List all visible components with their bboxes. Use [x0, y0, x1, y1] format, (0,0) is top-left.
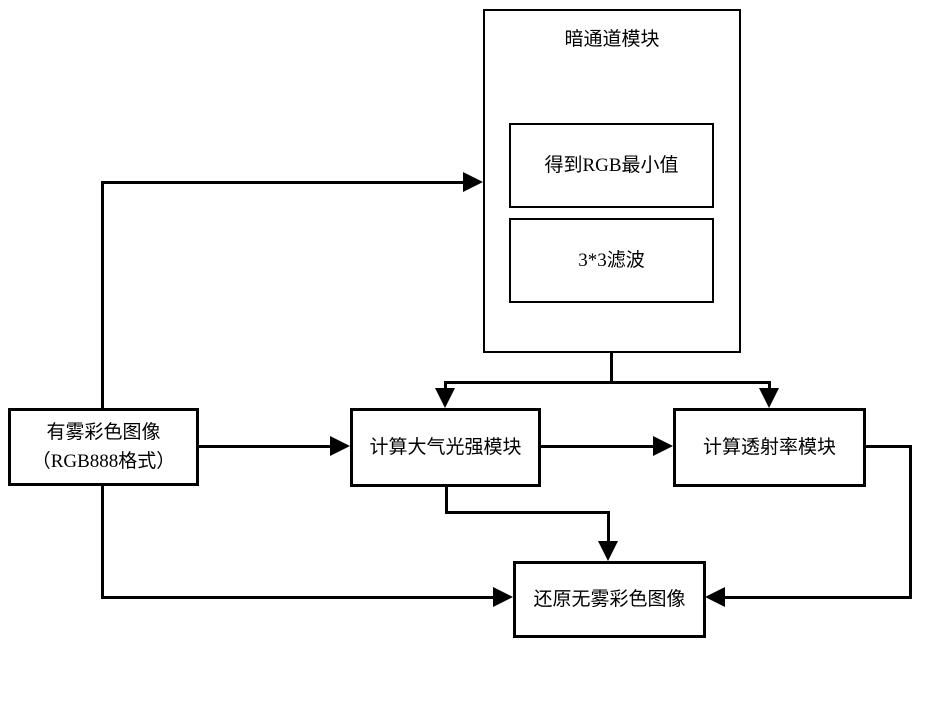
arrowhead-into-restore-right-icon — [705, 587, 725, 607]
foggy-image-label-line1: 有雾彩色图像 — [46, 421, 161, 443]
rgb-minimum-label: 得到RGB最小值 — [544, 154, 679, 176]
connector-trans-to-restore-horizontal1 — [866, 445, 912, 448]
restore-image-label: 还原无雾彩色图像 — [533, 588, 686, 610]
node-rgb-minimum: 得到RGB最小值 — [509, 123, 714, 208]
arrowhead-into-atmos-top-icon — [435, 388, 455, 408]
connector-darkchannel-split-stem — [610, 353, 613, 383]
connector-trans-to-restore-vertical — [909, 445, 912, 599]
connector-foggy-to-restore-vertical — [101, 485, 104, 599]
connector-darkchannel-split-left-drop — [444, 381, 447, 390]
connector-trans-to-restore-horizontal2 — [725, 596, 912, 599]
connector-darkchannel-split-bar — [444, 381, 771, 384]
foggy-image-label: 有雾彩色图像 （RGB888格式） — [32, 418, 176, 477]
arrowhead-into-restore-left-icon — [493, 587, 513, 607]
connector-foggy-to-restore-horizontal — [101, 596, 493, 599]
connector-atmos-to-restore-vertical2 — [607, 511, 610, 543]
connector-darkchannel-split-right-drop — [768, 381, 771, 390]
arrowhead-into-darkchannel-icon — [463, 172, 483, 192]
dark-channel-module-title: 暗通道模块 — [564, 29, 660, 50]
connector-atmos-to-restore-horizontal — [445, 511, 610, 514]
arrowhead-into-atmos-left-icon — [330, 436, 350, 456]
arrowhead-into-trans-left-icon — [653, 436, 673, 456]
connector-atmos-to-restore-vertical1 — [445, 487, 448, 514]
atmospheric-light-label: 计算大气光强模块 — [369, 436, 522, 458]
node-transmittance-module: 计算透射率模块 — [673, 408, 866, 487]
connector-foggy-to-darkchannel-horizontal — [101, 181, 463, 184]
node-3x3-filter: 3*3滤波 — [509, 218, 714, 303]
transmittance-label: 计算透射率模块 — [702, 436, 836, 458]
arrowhead-into-restore-top-icon — [598, 541, 618, 561]
connector-foggy-to-darkchannel-vertical — [101, 182, 104, 408]
node-restore-image: 还原无雾彩色图像 — [513, 561, 706, 638]
node-dark-channel-module: 暗通道模块 得到RGB最小值 3*3滤波 — [483, 9, 741, 353]
filter-3x3-label: 3*3滤波 — [578, 249, 645, 271]
connector-atmos-to-trans-horizontal — [541, 445, 653, 448]
foggy-image-label-line2: （RGB888格式） — [31, 451, 176, 472]
arrowhead-into-trans-top-icon — [759, 388, 779, 408]
node-foggy-image: 有雾彩色图像 （RGB888格式） — [8, 408, 199, 486]
node-atmospheric-light-module: 计算大气光强模块 — [350, 408, 541, 487]
connector-foggy-to-atmos-horizontal — [199, 445, 330, 448]
